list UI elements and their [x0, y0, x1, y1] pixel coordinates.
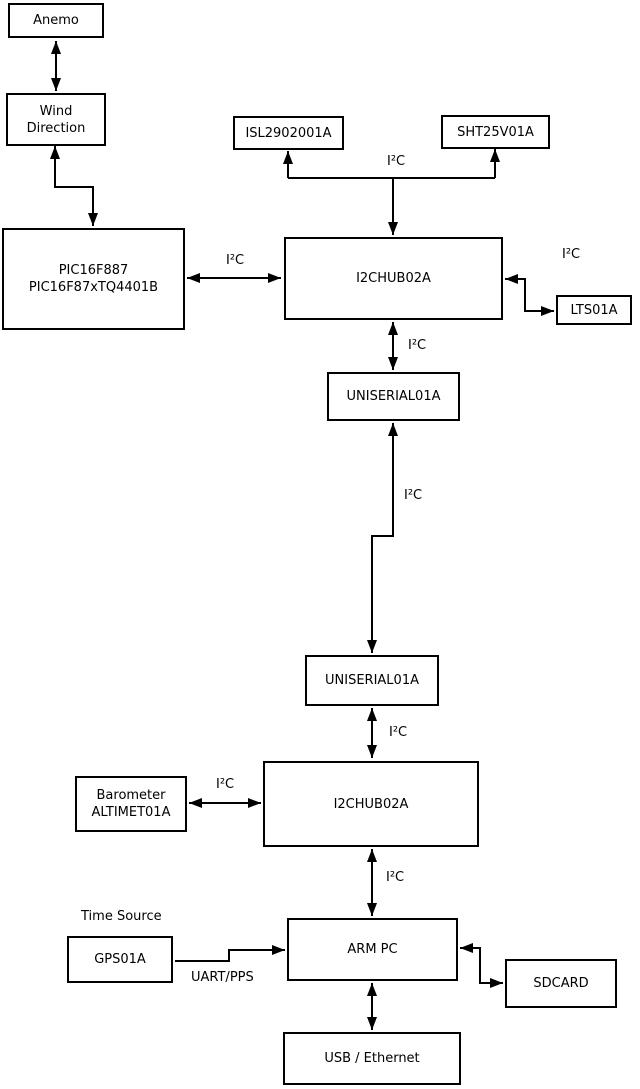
edge-winddirection-pic: [50, 146, 98, 226]
node-isl2902001a: ISL2902001A: [233, 116, 344, 150]
node-uniserial01a-bottom: UNISERIAL01A: [305, 655, 439, 706]
node-anemo: Anemo: [8, 3, 104, 38]
node-label: SDCARD: [533, 976, 589, 991]
edge-label-uart-pps: UART/PPS: [191, 970, 254, 985]
edge-label-i2c-uniserial-hub2: I²C: [389, 725, 408, 740]
node-label: Wind: [39, 103, 73, 119]
node-label: SHT25V01A: [457, 124, 534, 140]
node-i2chub02a-bottom: I2CHUB02A: [263, 761, 479, 847]
node-pic16f887: PIC16F887 PIC16F87xTQ4401B: [2, 228, 185, 330]
node-usb-ethernet: USB / Ethernet: [283, 1032, 461, 1085]
node-label: GPS01A: [94, 952, 146, 967]
edge-label-i2c-bus-top: I²C: [387, 154, 406, 169]
edge-uniserialtop-uniserialbottom: [367, 423, 398, 653]
edge-label-i2c-uniserial-link: I²C: [404, 488, 423, 503]
edge-label-i2c-barometer: I²C: [216, 777, 235, 792]
edge-label-i2c-hub-uniserial: I²C: [408, 338, 427, 353]
node-sdcard: SDCARD: [505, 959, 617, 1008]
node-label: ISL2902001A: [245, 125, 332, 141]
node-lts01a: LTS01A: [556, 295, 632, 325]
edge-armpc-sdcard: [460, 943, 503, 988]
node-label: Anemo: [33, 13, 79, 28]
node-label: PIC16F887: [58, 263, 129, 278]
annotation-time-source: Time Source: [81, 909, 162, 924]
node-barometer-altimet01a: Barometer ALTIMET01A: [75, 776, 187, 832]
node-label: ALTIMET01A: [91, 805, 171, 820]
node-i2chub02a-top: I2CHUB02A: [284, 237, 503, 320]
edge-label-i2c-pic-hub: I²C: [226, 253, 245, 268]
node-label: PIC16F87xTQ4401B: [28, 280, 159, 295]
node-label: UNISERIAL01A: [346, 389, 441, 404]
node-label: USB / Ethernet: [324, 1051, 420, 1066]
node-label: I2CHUB02A: [333, 796, 409, 812]
node-label: Direction: [26, 120, 86, 136]
node-wind-direction: Wind Direction: [6, 93, 106, 146]
node-label: UNISERIAL01A: [325, 673, 419, 688]
node-label: ARM PC: [347, 942, 398, 957]
node-sht25v01a: SHT25V01A: [441, 115, 550, 149]
edge-i2chubtop-lts: [505, 274, 554, 316]
edge-gps-armpc: [175, 945, 285, 962]
node-arm-pc: ARM PC: [287, 918, 458, 981]
edge-label-i2c-hub-right: I²C: [562, 247, 581, 262]
edge-label-i2c-hub2-armpc: I²C: [386, 870, 405, 885]
node-label: LTS01A: [570, 302, 618, 318]
node-gps01a: GPS01A: [67, 936, 173, 983]
node-label: Barometer: [96, 788, 166, 803]
node-uniserial01a-top: UNISERIAL01A: [327, 372, 460, 421]
node-label: I2CHUB02A: [356, 271, 431, 286]
